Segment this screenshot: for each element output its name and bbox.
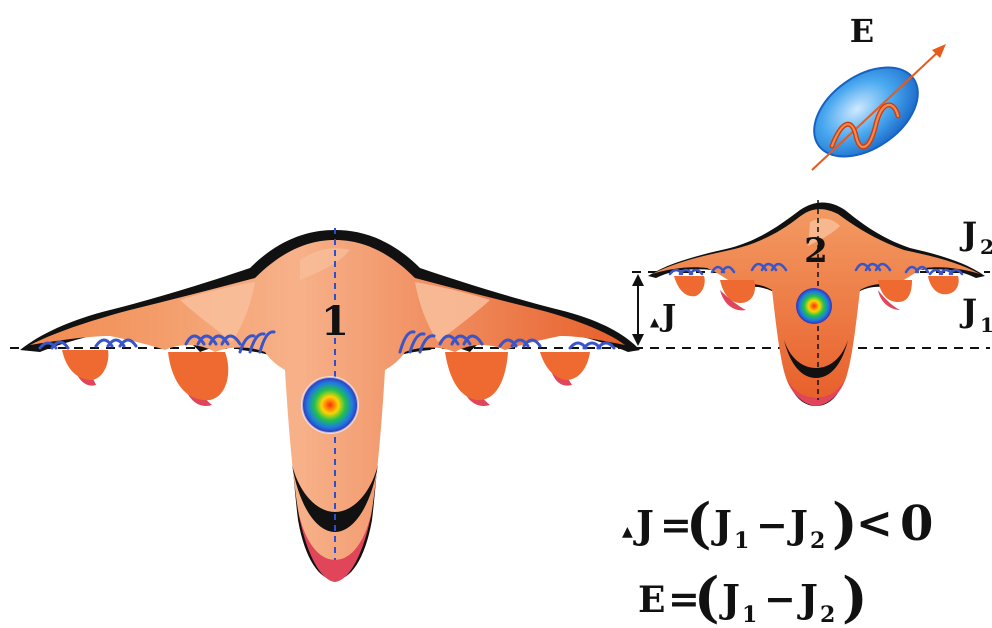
- svg-text:2: 2: [820, 602, 835, 628]
- svg-text:2: 2: [980, 235, 992, 259]
- svg-text:1: 1: [734, 528, 749, 554]
- svg-text:1: 1: [742, 602, 757, 628]
- field-pulse: E: [798, 12, 946, 175]
- svg-text:J: J: [797, 576, 818, 621]
- arrow-up-icon: [632, 274, 644, 286]
- svg-text:2: 2: [810, 528, 825, 554]
- potential-well-1: 1: [20, 228, 640, 582]
- svg-text:J: J: [959, 215, 977, 253]
- svg-text:−: −: [756, 502, 788, 547]
- svg-text:<: <: [856, 498, 893, 549]
- delta-label: J: [659, 299, 676, 334]
- electron-spot-2: [796, 288, 832, 324]
- delta-j-indicator: ▲ J: [632, 274, 676, 346]
- svg-text:J: J: [633, 502, 654, 547]
- svg-text:(: (: [694, 565, 720, 628]
- field-ellipse: [798, 49, 934, 175]
- potential-well-2: 2: [648, 200, 985, 406]
- equation-delta-j: ▲ J = ( J 1 − J 2 ) < 0: [622, 491, 933, 555]
- svg-text:): ): [842, 565, 868, 628]
- svg-text:J: J: [711, 502, 732, 547]
- svg-text:E: E: [638, 579, 665, 621]
- delta-symbol: ▲: [650, 315, 660, 329]
- well-1-label: 1: [321, 298, 349, 345]
- svg-text:1: 1: [980, 313, 992, 337]
- field-label: E: [850, 12, 874, 50]
- svg-text:J: J: [787, 502, 808, 547]
- svg-text:0: 0: [900, 496, 933, 552]
- level-label-upper: J 2: [959, 215, 992, 259]
- svg-text:▲: ▲: [622, 524, 633, 540]
- svg-text:J: J: [719, 576, 740, 621]
- svg-text:(: (: [686, 491, 712, 555]
- svg-text:J: J: [959, 292, 977, 330]
- equation-energy: E = ( J 1 − J 2 ): [638, 565, 868, 628]
- svg-text:−: −: [764, 576, 796, 621]
- svg-text:): ): [832, 491, 858, 555]
- level-label-lower: J 1: [959, 292, 992, 337]
- well-2-label: 2: [804, 231, 828, 271]
